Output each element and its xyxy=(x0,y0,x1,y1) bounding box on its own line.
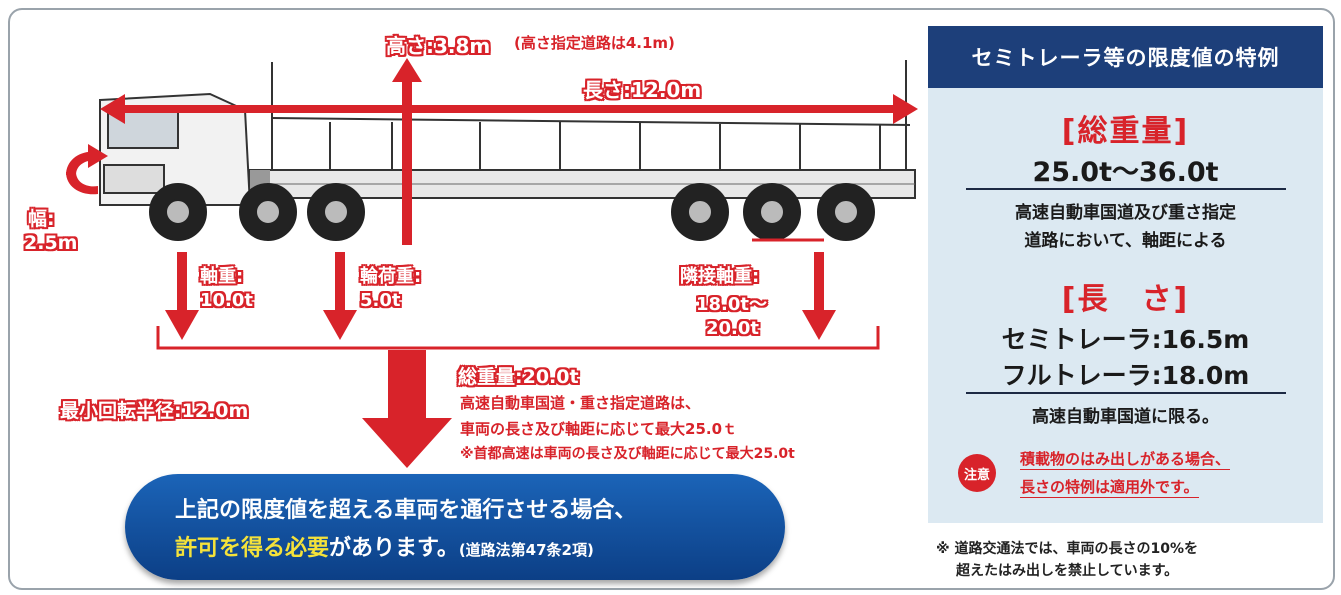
min-turning-radius: 最小回転半径:12.0m xyxy=(60,400,249,422)
semi-trailer-length: セミトレーラ:16.5m xyxy=(1001,325,1250,354)
weight-desc-2: 道路において、軸距による xyxy=(1024,231,1227,251)
banner-highlight: 許可を得る必要 xyxy=(175,536,330,561)
width-label-1: 幅: xyxy=(28,208,55,230)
length-desc: 高速自動車国道に限る。 xyxy=(1032,407,1219,427)
weight-desc-1: 高速自動車国道及び重さ指定 xyxy=(1015,203,1236,223)
divider-1 xyxy=(966,188,1286,190)
height-label: 高さ:3.8m xyxy=(386,34,491,58)
adjacent-axle-label-1: 隣接軸重: xyxy=(680,266,760,287)
width-label-2: 2.5m xyxy=(24,232,78,254)
truck-illustration xyxy=(66,58,918,468)
adjacent-axle-label-3: 20.0t xyxy=(706,318,760,339)
banner-line2-rest: があります。 xyxy=(329,536,459,561)
wheel-load-label-1: 輪荷重: xyxy=(360,266,422,287)
axle-weight-label-2: 10.0t xyxy=(200,290,254,311)
total-weight-note-2: 車両の長さ及び軸距に応じて最大25.0ｔ xyxy=(460,420,738,438)
banner-line2: 許可を得る必要があります。(道路法第47条2項) xyxy=(175,530,594,562)
weight-value: 25.0t〜36.0t xyxy=(1032,157,1219,188)
length-heading: [長 さ] xyxy=(1061,282,1190,317)
caution-line1: 積載物のはみ出しがある場合、 xyxy=(1020,450,1231,470)
panel-title: セミトレーラ等の限度値の特例 xyxy=(928,26,1323,88)
weight-heading: [総重量] xyxy=(1061,114,1190,149)
length-label: 長さ:12.0m xyxy=(583,78,702,102)
full-trailer-length: フルトレーラ:18.0m xyxy=(1001,361,1250,390)
height-note: (高さ指定道路は4.1m) xyxy=(514,34,675,52)
banner-line1: 上記の限度値を超える車両を通行させる場合、 xyxy=(175,498,637,523)
caution-badge: 注意 xyxy=(958,454,996,492)
footnote-line2: 超えたはみ出しを禁止しています。 xyxy=(956,563,1179,579)
special-limits-panel: セミトレーラ等の限度値の特例 [総重量] 25.0t〜36.0t 高速自動車国道… xyxy=(928,26,1323,523)
axle-weight-label-1: 軸重: xyxy=(200,266,244,287)
total-weight-note-3: ※首都高速は車両の長さ及び軸距に応じて最大25.0t xyxy=(460,446,795,462)
total-weight-label: 総重量:20.0t xyxy=(458,366,579,388)
total-weight-note-1: 高速自動車国道・重さ指定道路は、 xyxy=(460,394,701,412)
permit-banner: 上記の限度値を超える車両を通行させる場合、 許可を得る必要があります。(道路法第… xyxy=(125,474,785,580)
caution-line2: 長さの特例は適用外です。 xyxy=(1020,478,1199,498)
wheels xyxy=(149,183,875,241)
footnote-line1: ※ 道路交通法では、車両の長さの10%を xyxy=(936,541,1198,557)
banner-law-ref: (道路法第47条2項) xyxy=(458,541,594,559)
adjacent-axle-label-2: 18.0t〜 xyxy=(696,294,768,315)
wheel-load-label-2: 5.0t xyxy=(360,290,401,311)
divider-2 xyxy=(966,392,1286,394)
